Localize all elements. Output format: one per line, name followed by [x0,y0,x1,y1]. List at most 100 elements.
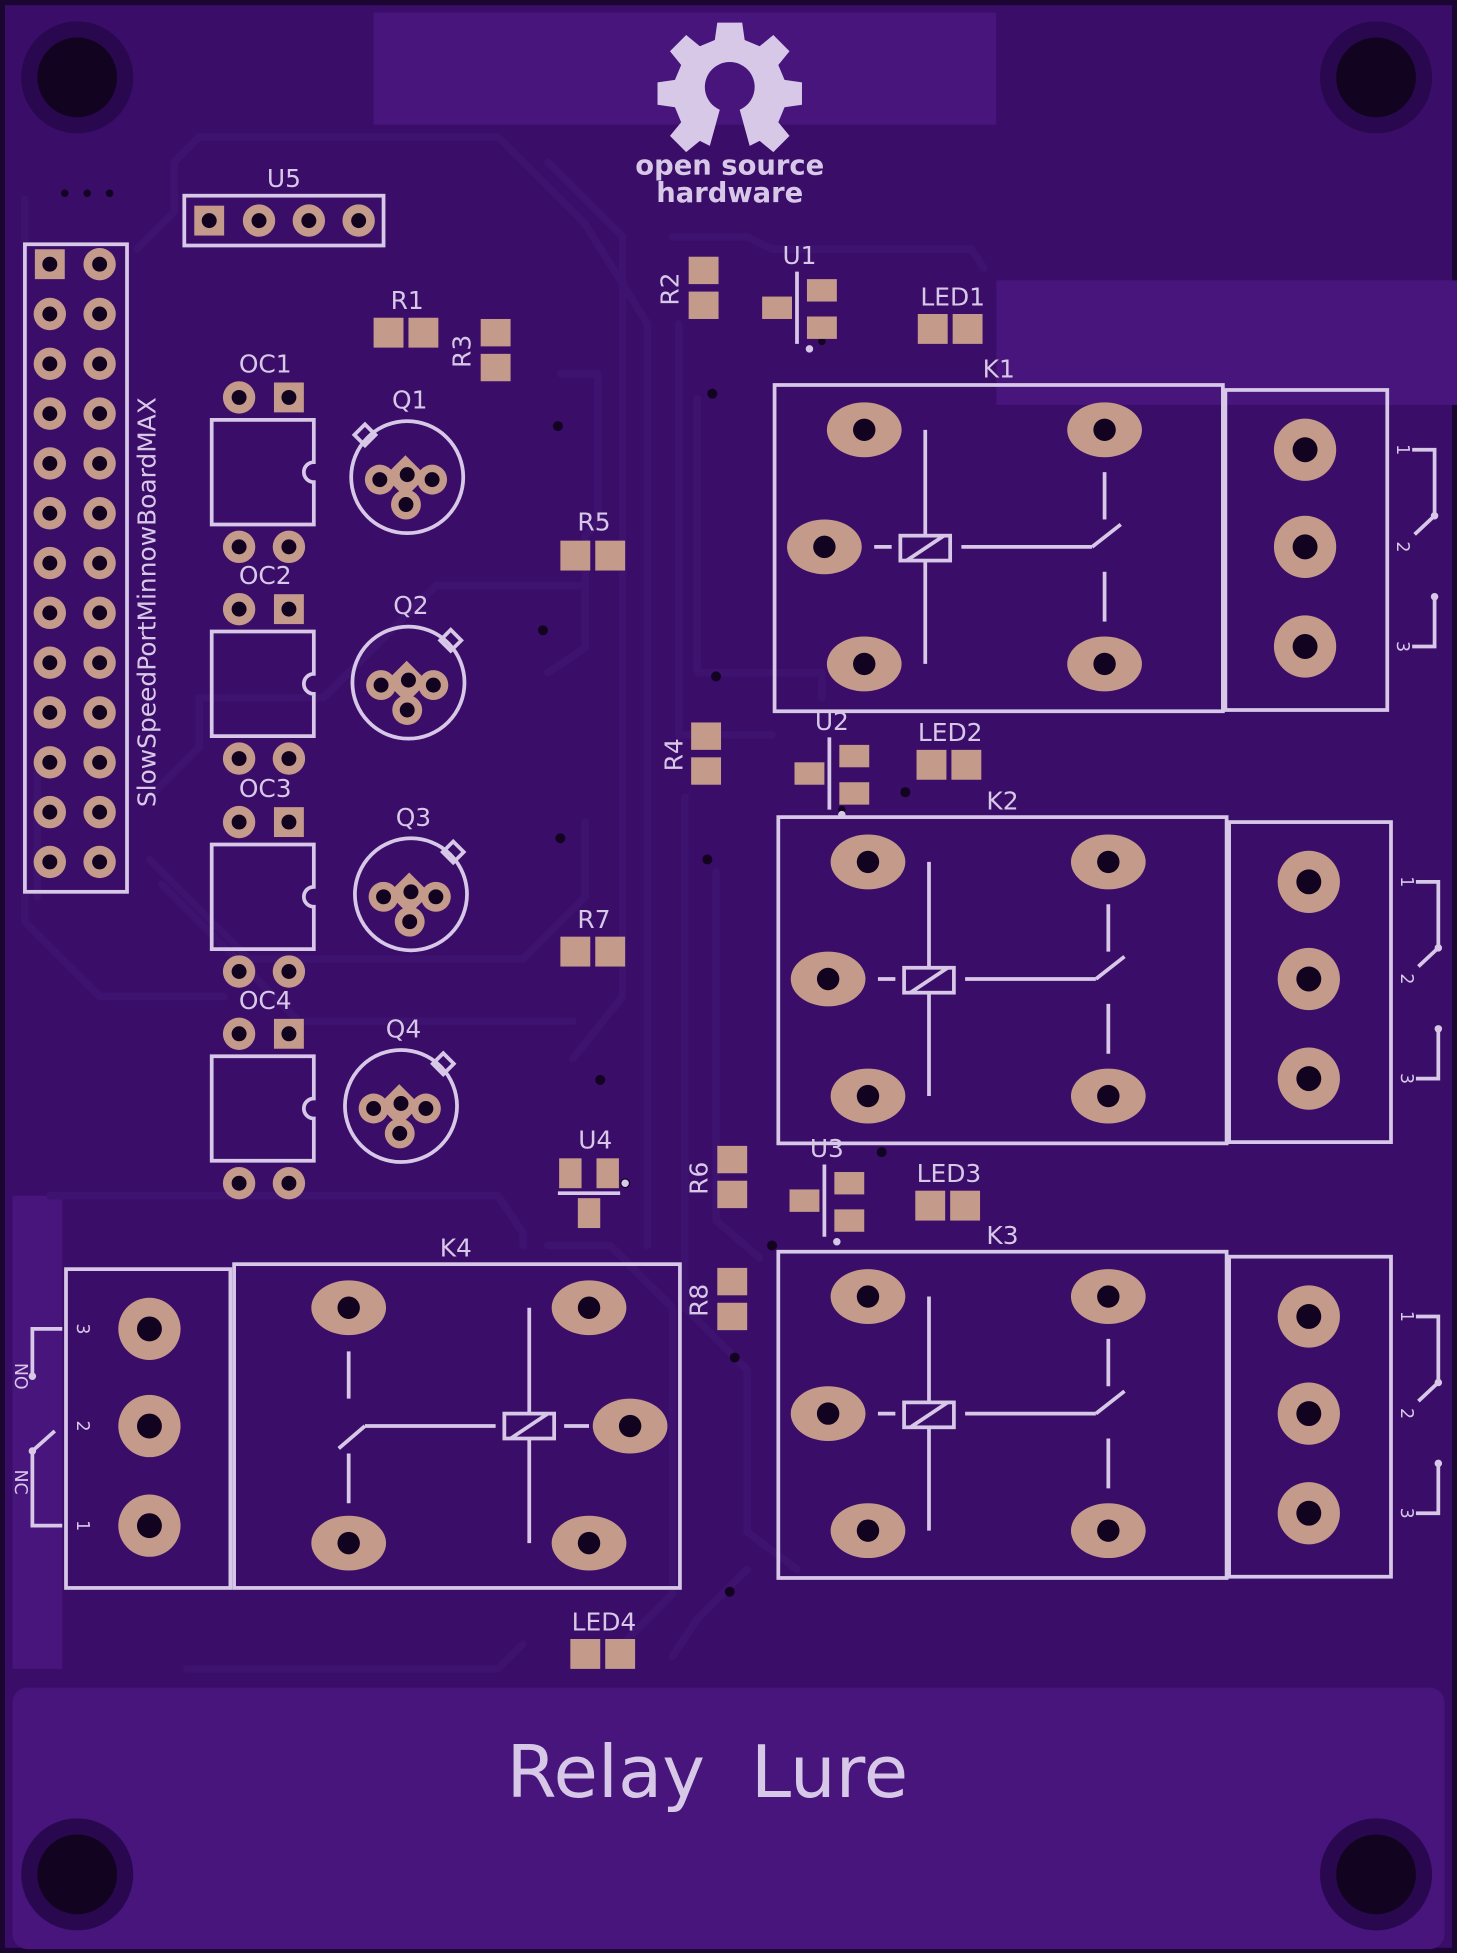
transistor-u4: U4 [557,1125,629,1229]
terminal-pin2-label: 2 [1396,973,1416,984]
terminal-nc-label: NC [1454,482,1457,507]
vias [61,189,911,1597]
label-k4: K4 [440,1234,472,1263]
label-r4: R4 [659,738,688,771]
terminal-pin2-label: 2 [1392,541,1412,552]
led-led4: LED4 [570,1607,636,1669]
oshw-text-line2: hardware [656,178,803,209]
optocoupler-oc1: OC1 [209,350,316,564]
relay-k3: K3123NCNO [776,1221,1443,1580]
terminal-pin1-label: 1 [1392,444,1412,455]
resistor-r4: R4 [659,722,722,785]
relay-k4: K4 3 2 1 NO NC [10,1234,682,1590]
pin-hole [92,605,108,621]
label-oc2: OC2 [239,561,292,590]
pin-hole [92,655,108,671]
pin-hole [92,455,108,471]
mounting-holes [21,21,1433,1931]
label-led4: LED4 [572,1607,637,1636]
label-oc1: OC1 [239,350,292,379]
transistor-u3: U3 [789,1134,865,1246]
terminal-pin1-label: 1 [1396,1311,1416,1322]
label-header: SlowSpeedPortMinnowBoardMAX [133,397,162,807]
label-oc4: OC4 [239,986,292,1015]
resistor-r8: R8 [684,1267,748,1331]
label-u3: U3 [810,1134,844,1163]
label-led2: LED2 [918,718,983,747]
led-led1: LED1 [917,282,985,344]
label-r2: R2 [656,273,685,306]
oshw-text-line1: open source [635,151,824,182]
transistor-q2: Q2 [350,591,467,741]
pin-hole [42,256,58,272]
label-k1: K1 [983,355,1015,384]
label-r5: R5 [577,508,610,537]
component-u5: U5 [182,164,386,248]
label-q1: Q1 [392,386,427,415]
terminal-k4-pin3-label: 3 [72,1323,92,1334]
label-r1: R1 [391,286,424,315]
pin-hole [92,505,108,521]
pin-hole [42,754,58,770]
label-k2: K2 [986,787,1018,816]
oshw-logo: open source hardware [635,22,824,209]
label-u1: U1 [782,241,816,270]
label-r3: R3 [448,335,477,368]
pin-hole [42,555,58,571]
resistor-r6: R6 [684,1145,748,1209]
terminal-pin3-label: 3 [1396,1508,1416,1519]
board-title: Relay Lure [507,1731,909,1815]
pin-hole [42,306,58,322]
optocoupler-oc3: OC3 [209,774,316,988]
label-q4: Q4 [386,1015,421,1044]
label-r8: R8 [684,1284,713,1317]
terminal-k4-pin1-label: 1 [72,1520,92,1531]
pin-hole [42,505,58,521]
terminal-k4-no-label: NO [10,1363,30,1390]
pin-hole [92,356,108,372]
transistor-q1: Q1 [349,386,466,536]
pin-hole [92,705,108,720]
gear-icon [657,22,802,153]
pin-hole [92,306,108,322]
pin-hole [92,256,108,272]
terminal-pin1-label: 1 [1396,876,1416,887]
copper-traces [21,133,988,1673]
terminal-k4-pin2-label: 2 [72,1421,92,1432]
pin-hole [42,455,58,471]
pin-hole [92,754,108,770]
resistor-r7: R7 [560,905,626,967]
pin-hole [42,854,58,870]
pin-hole [42,356,58,372]
pin-hole [42,804,58,820]
terminal-k4-nc-label: NC [10,1469,30,1494]
component-minnowboard-header: SlowSpeedPortMinnowBoardMAX [23,242,162,894]
label-k3: K3 [986,1221,1018,1250]
relay-k2: K2123NCNO [776,787,1443,1146]
terminal-pin2-label: 2 [1396,1408,1416,1419]
label-r7: R7 [577,905,610,934]
copper-pours [12,12,1457,1950]
label-q3: Q3 [396,803,431,832]
label-u4: U4 [578,1125,612,1154]
label-oc3: OC3 [239,774,292,803]
pin-hole [42,705,58,720]
terminal-pin3-label: 3 [1396,1073,1416,1084]
terminal-pin3-label: 3 [1392,641,1412,652]
label-q2: Q2 [393,591,428,620]
label-led3: LED3 [917,1159,982,1188]
label-led1: LED1 [920,282,985,311]
resistor-r5: R5 [560,508,626,571]
pin-hole [92,854,108,870]
pin-hole [42,655,58,671]
label-r6: R6 [684,1162,713,1195]
resistor-r1: R1 [373,286,439,348]
pin-hole [92,804,108,820]
resistor-r3: R3 [448,318,511,382]
transistor-u1: U1 [762,241,837,353]
resistor-r2: R2 [656,256,719,319]
pin-hole [92,555,108,571]
